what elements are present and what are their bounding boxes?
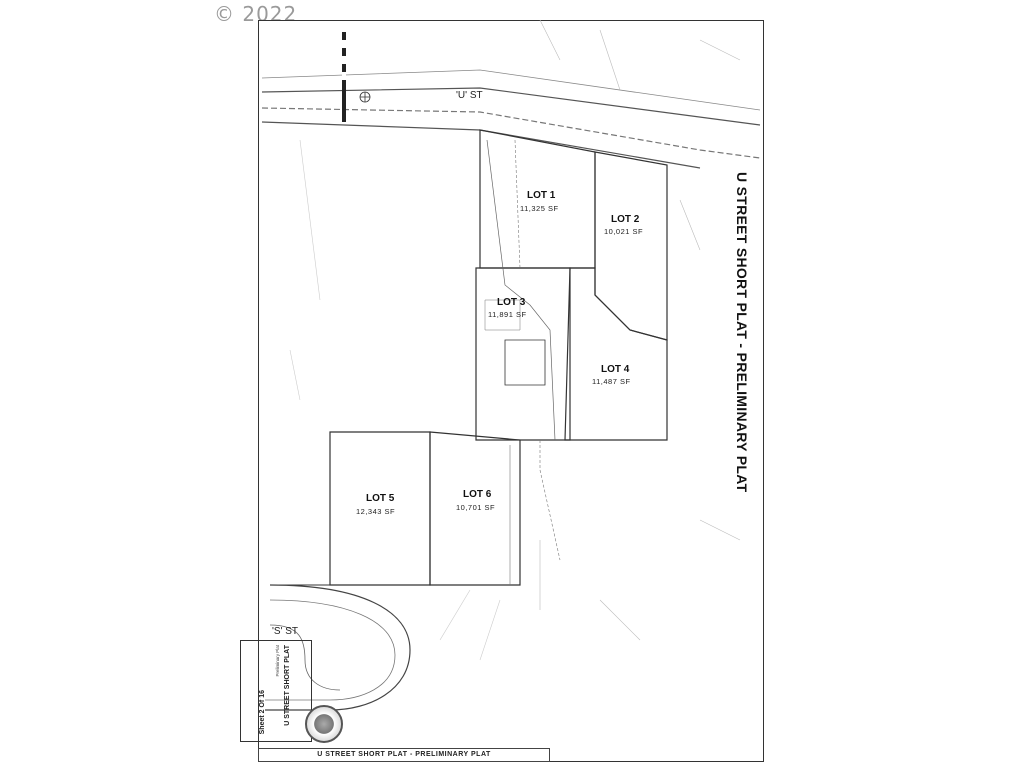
- lot-3-label: LOT 3: [497, 297, 526, 308]
- lot-3-area: 11,891 SF: [488, 310, 527, 319]
- lot-5-label: LOT 5: [366, 493, 395, 504]
- s-street-curve-inner: [265, 599, 396, 701]
- lot-4-area: 11,487 SF: [592, 377, 631, 386]
- u-street-centerline: [261, 107, 761, 159]
- lot-4-label: LOT 4: [601, 364, 630, 375]
- s-street-curve-outer: [265, 584, 411, 711]
- u-street-south-line: [261, 121, 701, 169]
- u-street-label: 'U' ST: [456, 90, 483, 101]
- lot-1-label: LOT 1: [527, 190, 556, 201]
- title-block-sheet-number: Sheet 2 Of 16: [259, 690, 266, 735]
- house-footprint: [504, 339, 546, 386]
- lot-1-area: 11,325 SF: [520, 204, 559, 213]
- north-arrow-icon: [342, 32, 371, 122]
- title-block-subtitle: Preliminary Plat: [275, 645, 280, 677]
- lot-5-area: 12,343 SF: [356, 507, 396, 516]
- lot-4-boundary: [564, 267, 668, 441]
- s-street-edge: [269, 624, 341, 691]
- lot-2-boundary: [594, 151, 668, 341]
- lot-2-label: LOT 2: [611, 214, 640, 225]
- lot-6-area: 10,701 SF: [456, 503, 496, 512]
- s-street-label: 'S' ST: [272, 626, 299, 637]
- lot-2-area: 10,021 SF: [604, 227, 644, 236]
- title-block: [240, 640, 312, 742]
- vertical-plat-title: U STREET SHORT PLAT - PRELIMINARY PLAT: [734, 172, 750, 493]
- title-block-name: U STREET SHORT PLAT: [284, 645, 291, 726]
- u-street-line: [261, 87, 761, 126]
- u-street-north-line: [261, 69, 761, 111]
- bottom-title-bar: U STREET SHORT PLAT - PRELIMINARY PLAT: [258, 748, 550, 762]
- lot-6-label: LOT 6: [463, 489, 492, 500]
- surveyor-seal-icon: [305, 705, 343, 743]
- access-easement: [486, 139, 556, 441]
- utility-line: [514, 139, 521, 269]
- house-wing: [484, 299, 521, 331]
- lot-3-boundary: [475, 267, 571, 441]
- plat-sheet: [258, 20, 764, 762]
- sewer-line: [539, 440, 561, 561]
